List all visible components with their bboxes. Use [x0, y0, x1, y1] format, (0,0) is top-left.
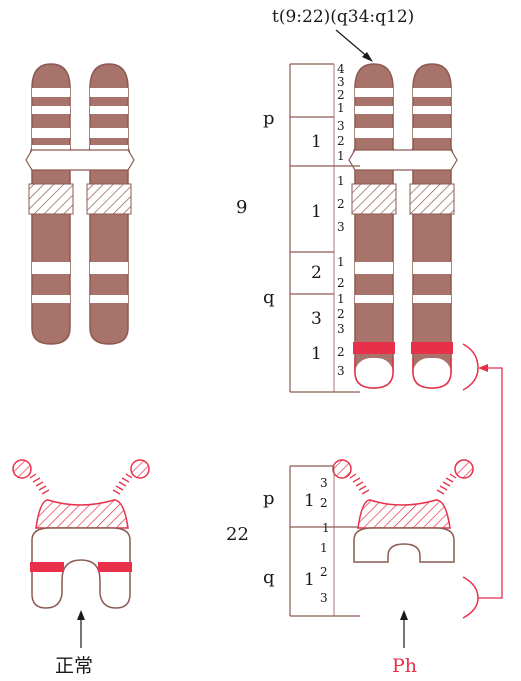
chr22-q-arm-label: q [263, 567, 275, 588]
chr9-p-band: 1 [337, 149, 345, 163]
der9-left-chromatid [351, 63, 397, 389]
chr9-q-region: 1 [311, 344, 322, 364]
ph-p-arm [357, 499, 451, 529]
normal-9-centromere [25, 149, 135, 171]
chr9-p-band: 3 [337, 75, 345, 89]
philadelphia-chromosome [332, 459, 474, 563]
chr9-q-band: 1 [337, 174, 345, 188]
chr9-q-band: 2 [337, 345, 345, 359]
chr22-centromere-band: 1 [322, 521, 330, 535]
chr9-p-band: 1 [337, 101, 345, 115]
chr9-q-region: 1 [311, 202, 322, 222]
chr22-q-region: 1 [304, 570, 315, 590]
chr22-q-band: 3 [320, 591, 328, 605]
chr22-q-band: 2 [320, 565, 328, 579]
normal-22-p-arm [35, 499, 129, 529]
chr9-p-band: 4 [337, 62, 345, 76]
chr22-p-arm-label: p [263, 488, 275, 509]
normal-22-bcr-band [98, 562, 132, 572]
chr9-q-band: 1 [337, 292, 345, 306]
chr9-q-band: 2 [337, 197, 345, 211]
normal-chromosome-22 [12, 459, 150, 609]
chr9-q-region: 2 [311, 263, 322, 283]
normal-22-body [31, 527, 131, 609]
chr9-p-band: 2 [337, 88, 345, 102]
chr22-q-band: 1 [320, 541, 328, 555]
der9-centromere [348, 149, 458, 171]
normal-9-right-chromatid [86, 63, 132, 345]
chr9-band-ladder [289, 63, 360, 393]
normal-caption: 正常 [55, 655, 93, 677]
translocation-exchange-arrow [462, 343, 503, 619]
chr9-p-band: 2 [337, 134, 345, 148]
chr9-p-region: 1 [311, 132, 322, 152]
ph-caption: Ph [392, 655, 417, 677]
chr9-q-band: 2 [337, 276, 345, 290]
ph-body [353, 527, 455, 563]
title-pointer-arrow [335, 29, 373, 62]
chr22-number: 22 [226, 524, 249, 545]
chr22-p-band: 3 [320, 476, 328, 490]
chr9-q-band: 3 [337, 322, 345, 336]
ph-satellite-right [436, 459, 474, 495]
normal-22-satellite-left [12, 459, 50, 495]
chr22-p-region: 1 [304, 491, 315, 511]
chr9-p-band: 3 [337, 119, 345, 133]
normal-22-bcr-band [30, 562, 64, 572]
chr9-q-band: 3 [337, 364, 345, 378]
ph-satellite-left [332, 459, 370, 495]
translocated-chromosome-9 [348, 63, 458, 389]
der9-right-chromatid [409, 63, 455, 389]
chr9-q-arm-label: q [263, 287, 275, 308]
chr9-q-band: 3 [337, 220, 345, 234]
chr9-number: 9 [236, 197, 247, 218]
translocation-title: t(9:22)(q34:q12) [272, 7, 414, 27]
chr9-q-band: 2 [337, 307, 345, 321]
normal-chromosome-9 [25, 63, 135, 345]
normal-9-left-chromatid [28, 63, 74, 345]
chr9-q-band: 1 [337, 255, 345, 269]
chr22-band-ladder [289, 465, 360, 617]
chr22-p-band: 2 [320, 496, 328, 510]
chr9-q-region: 3 [311, 309, 322, 329]
normal-22-satellite-right [112, 459, 150, 495]
normal-pointer-arrow [77, 610, 85, 648]
chr9-p-arm-label: p [263, 108, 275, 129]
ph-pointer-arrow [400, 610, 408, 648]
